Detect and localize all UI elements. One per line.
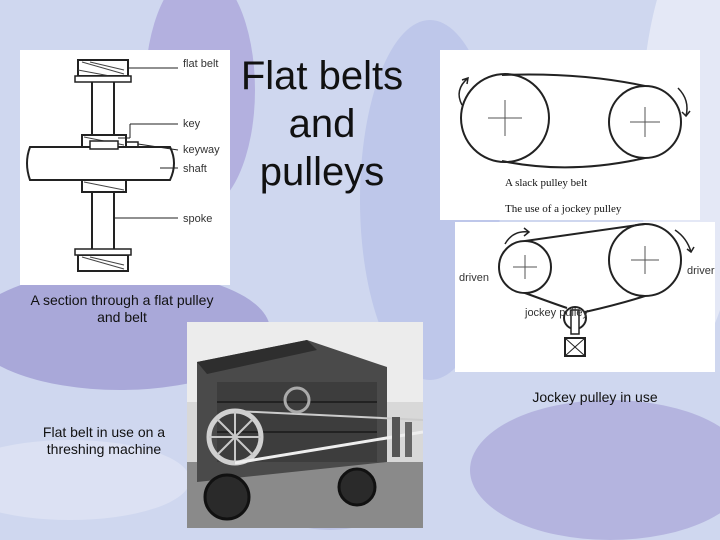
pulley-section-diagram: flat belt key keyway shaft spoke — [20, 50, 230, 285]
label-shaft: shaft — [183, 163, 207, 175]
slide-title: Flat belts and pulleys — [240, 54, 404, 194]
caption-jockey-use: Jockey pulley in use — [532, 389, 658, 405]
slack-belt-caption: A slack pulley belt — [505, 177, 587, 189]
caption-section: A section through a flat pulley and belt — [30, 292, 214, 325]
label-flat-belt: flat belt — [183, 58, 218, 70]
jockey-diagram-caption: The use of a jockey pulley — [505, 203, 622, 215]
label-key: key — [183, 118, 201, 130]
label-driver: driver — [687, 265, 715, 277]
label-driven: driven — [459, 272, 489, 284]
jockey-pulley-diagram: driven driver jockey pulley — [455, 222, 715, 372]
label-keyway: keyway — [183, 144, 220, 156]
label-spoke: spoke — [183, 213, 212, 225]
label-jockey-pulley: jockey pulley — [524, 307, 588, 319]
slack-belt-diagram: A slack pulley belt The use of a jockey … — [440, 50, 700, 220]
caption-threshing: Flat belt in use on a threshing machine — [42, 424, 166, 457]
threshing-machine-photo — [187, 322, 423, 528]
